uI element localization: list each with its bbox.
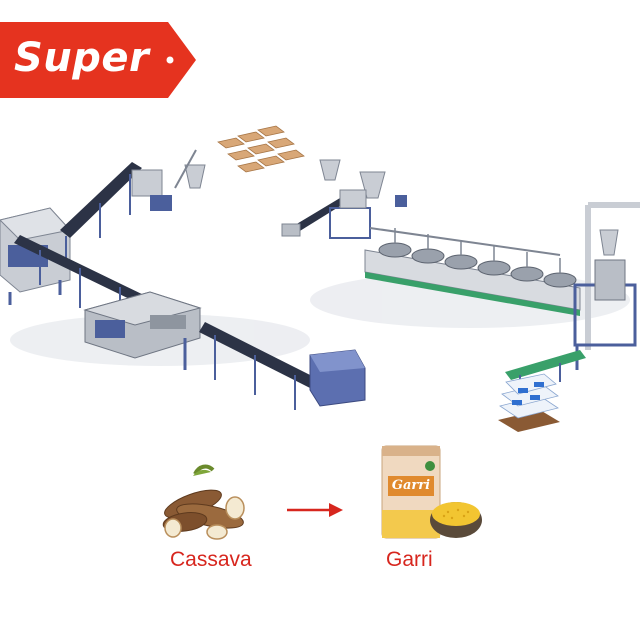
bag-brand-text: Garri: [391, 478, 431, 493]
hopper-units: [174, 149, 407, 207]
cassava-roots-icon: [162, 464, 245, 540]
production-line-illustration: [0, 125, 640, 432]
pallets: [217, 125, 305, 173]
bag-pallet: [498, 373, 560, 432]
fryer-row: [364, 227, 581, 316]
badge-text: Super: [14, 35, 150, 81]
packing-machine: [573, 202, 640, 370]
peeler-machine: [83, 291, 202, 370]
cassava-label: Cassava: [170, 548, 252, 571]
super-badge: [0, 22, 196, 98]
garri-label: Garri: [386, 548, 433, 571]
lower-conveyor: [199, 322, 366, 410]
arrow-right-icon: [287, 503, 343, 517]
garri-bag-icon: Garri: [378, 440, 483, 545]
press-conveyor: [281, 189, 371, 239]
upper-conveyor: [60, 162, 172, 260]
